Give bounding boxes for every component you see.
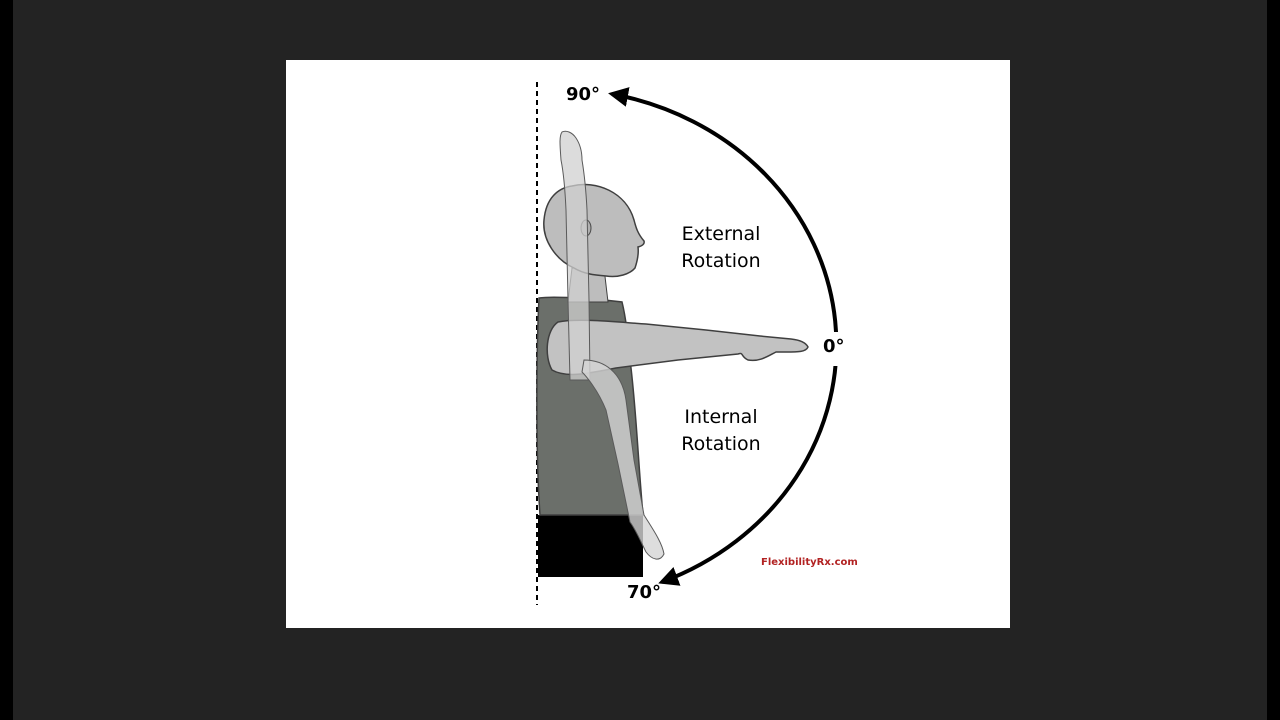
shoulder-rotation-diagram <box>536 82 845 605</box>
angle-label-70: 70° <box>627 582 662 603</box>
internal-rotation-line2: Rotation <box>681 433 761 455</box>
external-rotation-label: External Rotation <box>651 221 791 275</box>
video-frame-background: 90° 0° 70° External Rotation Internal Ro… <box>13 0 1267 720</box>
human-figure <box>536 130 809 577</box>
arc-label-gap <box>821 332 845 366</box>
curved-double-arrow <box>608 87 839 586</box>
external-rotation-line2: Rotation <box>681 250 761 272</box>
head <box>543 183 645 278</box>
internal-rotation-line1: Internal <box>684 406 758 428</box>
diagram-slide: 90° 0° 70° External Rotation Internal Ro… <box>286 60 1010 628</box>
internal-rotation-label: Internal Rotation <box>651 404 791 458</box>
angle-label-0: 0° <box>823 336 845 357</box>
brand-watermark: FlexibilityRx.com <box>761 557 858 568</box>
external-rotation-line1: External <box>681 223 761 245</box>
angle-label-90: 90° <box>566 84 601 105</box>
shorts <box>538 515 643 577</box>
arm-raised-ghost <box>559 130 591 381</box>
